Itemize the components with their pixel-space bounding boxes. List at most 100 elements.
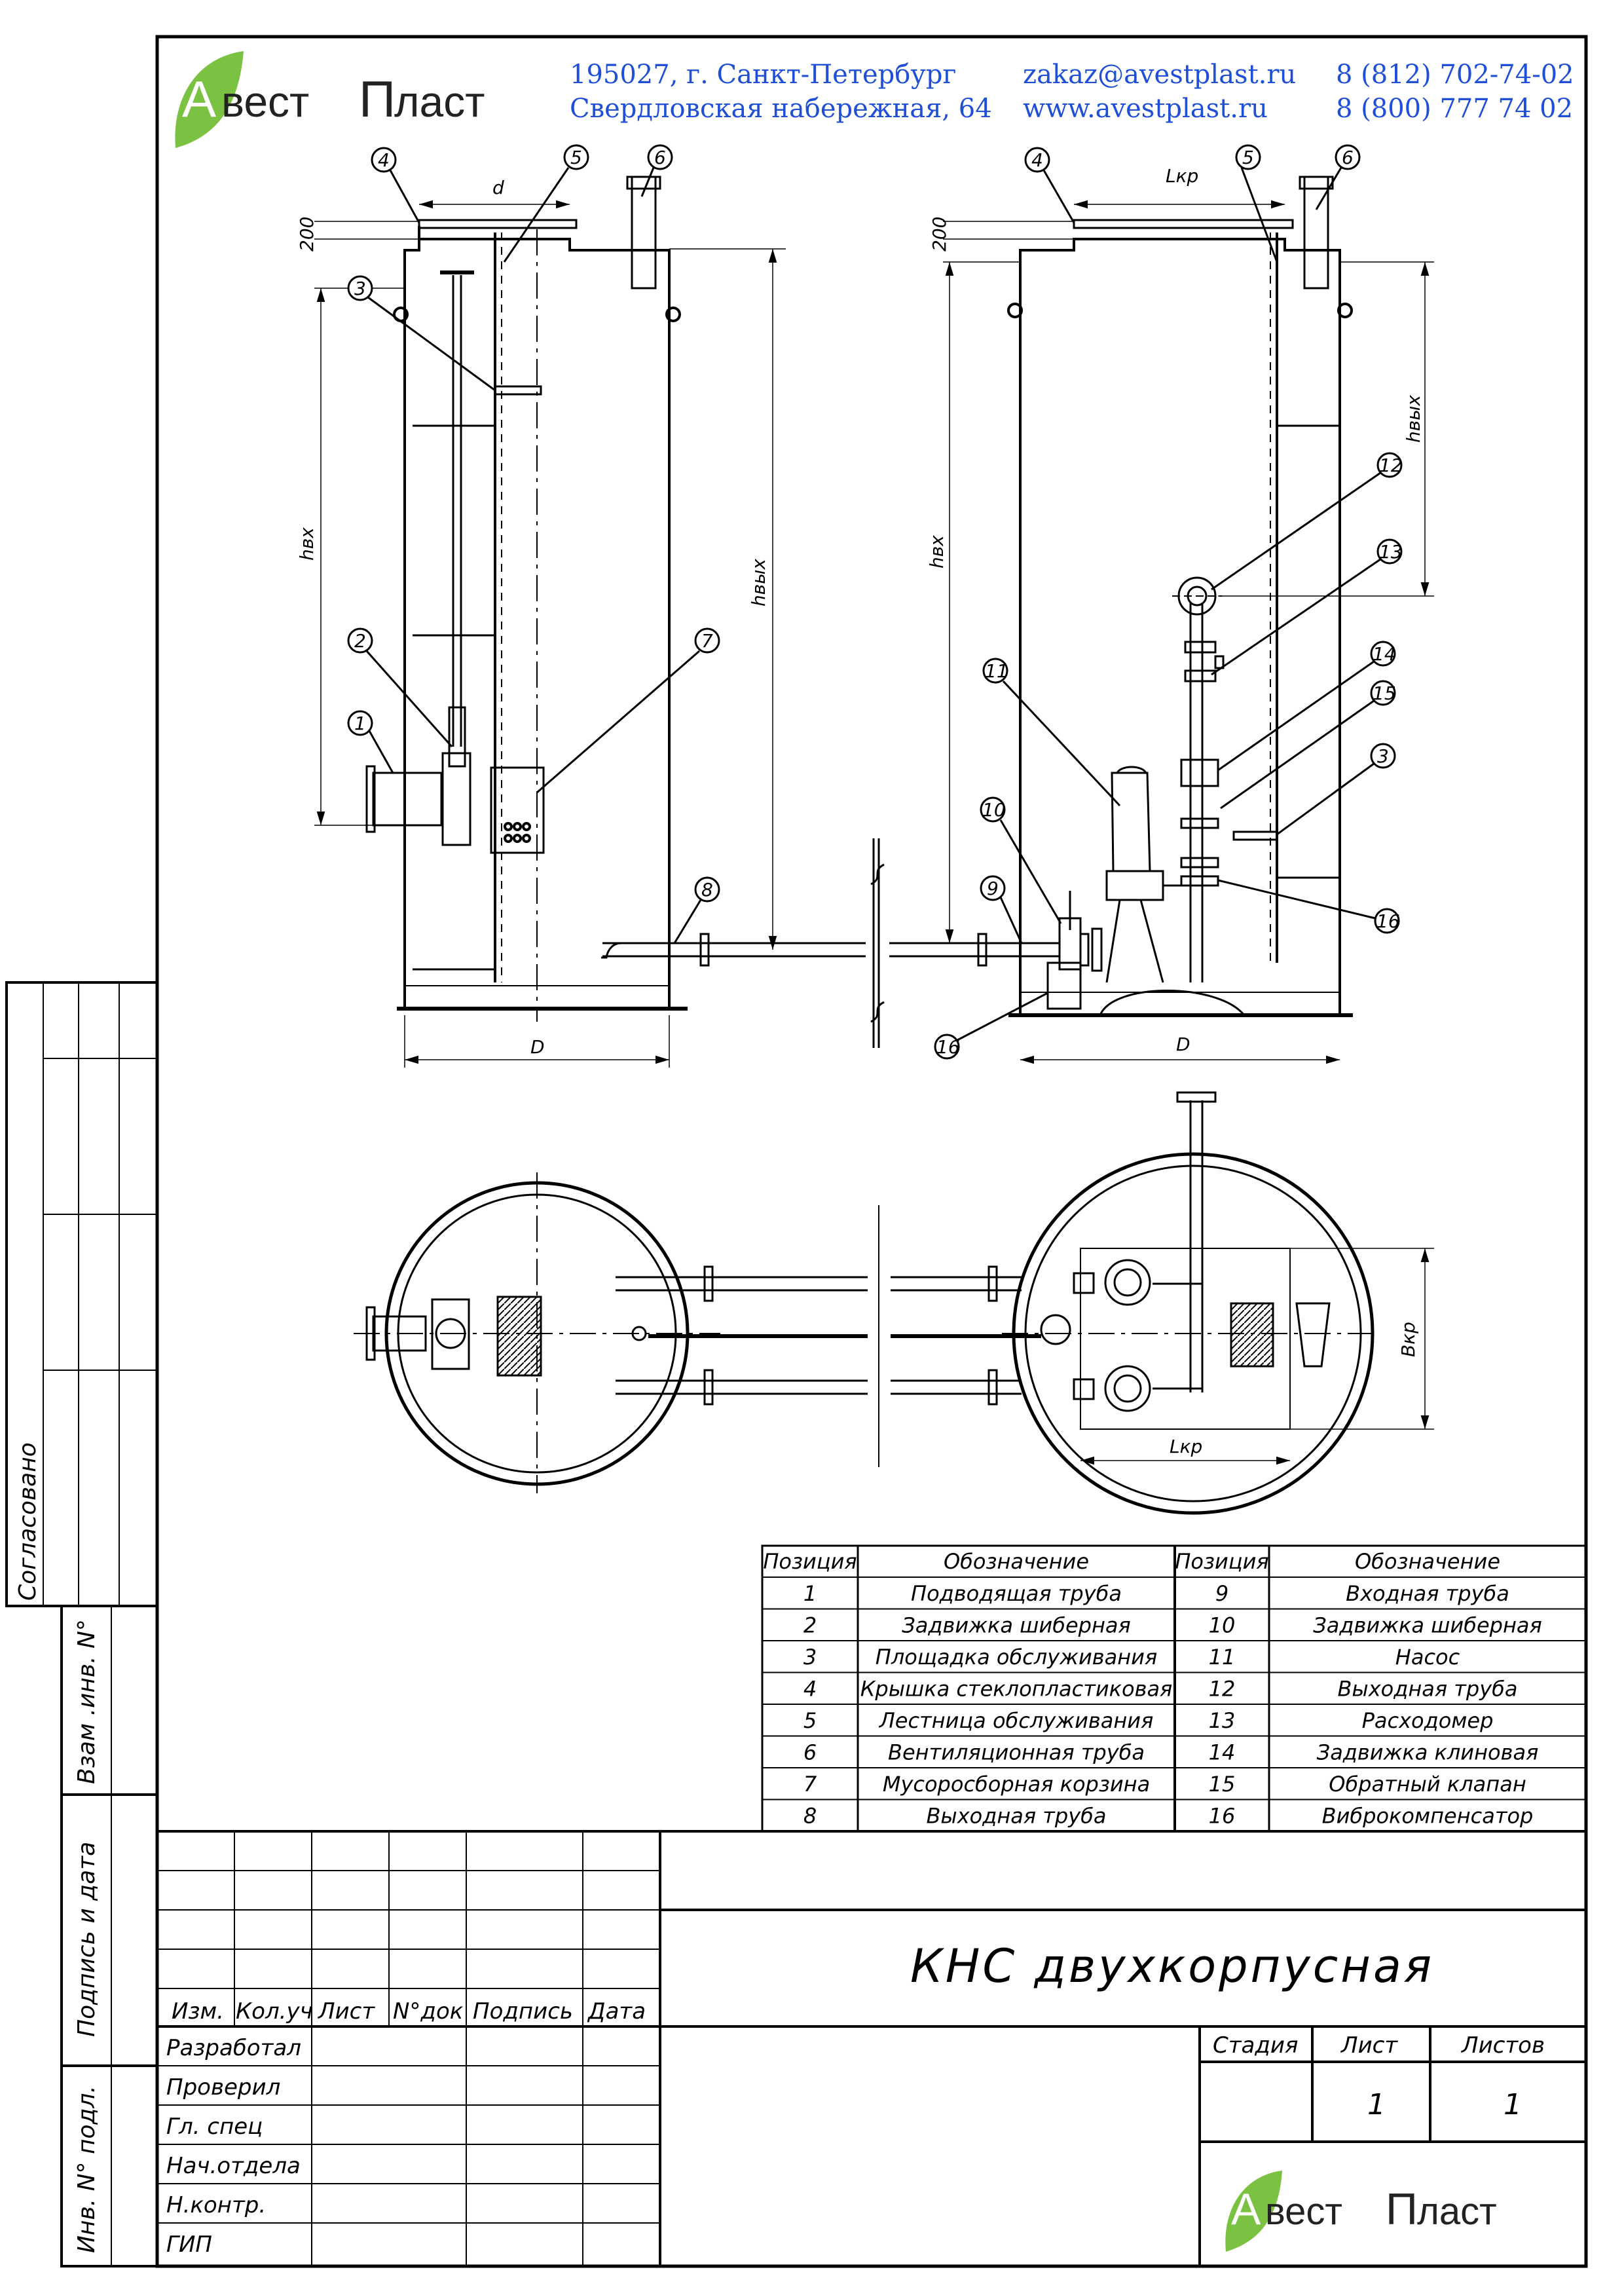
drawing-title: КНС двухкорпусная <box>910 1939 1434 1993</box>
positions-table: Позиция Обозначение Позиция Обозначение … <box>761 1544 1587 1833</box>
svg-text:D: D <box>530 1036 545 1058</box>
position-name: Обратный клапан <box>1329 1772 1526 1797</box>
svg-text:Позиция: Позиция <box>1175 1549 1268 1574</box>
svg-text:А: А <box>182 70 216 128</box>
position-name: Задвижка клиновая <box>1317 1740 1539 1765</box>
svg-text:hвх: hвх <box>926 535 948 569</box>
svg-text:14: 14 <box>1373 643 1396 665</box>
svg-text:d: d <box>492 177 504 198</box>
svg-text:9: 9 <box>987 878 999 899</box>
position-number: 5 <box>803 1708 817 1733</box>
svg-text:hвх: hвх <box>296 527 318 561</box>
svg-text:Согласовано: Согласовано <box>14 1442 41 1601</box>
position-name: Мусоросборная корзина <box>883 1772 1150 1797</box>
company-email-link[interactable]: zakaz@avestplast.ru <box>1023 60 1297 90</box>
svg-text:D: D <box>1176 1034 1190 1055</box>
svg-text:200: 200 <box>296 217 318 252</box>
position-number: 10 <box>1209 1613 1236 1638</box>
position-name: Выходная труба <box>1337 1677 1517 1702</box>
svg-text:N°док: N°док <box>393 1998 464 2024</box>
svg-text:hвых: hвых <box>1403 395 1424 443</box>
position-name: Выходная труба <box>926 1804 1106 1829</box>
svg-text:ласт: ласт <box>394 77 485 126</box>
svg-text:вест: вест <box>221 77 309 126</box>
position-number: 14 <box>1209 1740 1236 1765</box>
svg-text:Стадия: Стадия <box>1213 2032 1298 2059</box>
svg-text:3: 3 <box>354 278 366 299</box>
position-number: 6 <box>803 1740 817 1765</box>
svg-text:П: П <box>1386 2184 1418 2234</box>
position-name: Входная труба <box>1346 1581 1509 1606</box>
left-elevation-view <box>314 176 885 1068</box>
position-name: Виброкомпенсатор <box>1322 1804 1534 1829</box>
position-number: 1 <box>803 1581 817 1606</box>
svg-text:ласт: ласт <box>1417 2190 1497 2233</box>
company-address-1: 195027, г. Санкт-Петербург <box>570 60 957 90</box>
svg-text:Позиция: Позиция <box>763 1549 857 1574</box>
left-elevation-dims: d 200 hвх hвых D <box>296 177 769 1058</box>
callouts-right: 4 5 6 12 13 14 15 11 10 9 3 16 16 <box>934 144 1403 1060</box>
svg-text:Bкр: Bкр <box>1397 1322 1419 1357</box>
position-number: 13 <box>1209 1708 1236 1733</box>
svg-text:Инв. N° подл.: Инв. N° подл. <box>73 2085 100 2253</box>
position-number: 16 <box>1209 1804 1236 1829</box>
position-name: Лестница обслуживания <box>879 1708 1154 1733</box>
position-number: 8 <box>803 1804 817 1829</box>
plan-view <box>354 1091 1434 1515</box>
position-name: Задвижка шиберная <box>902 1613 1130 1638</box>
svg-text:Лист: Лист <box>317 1998 375 2024</box>
company-site-link[interactable]: www.avestplast.ru <box>1023 94 1268 124</box>
svg-text:8: 8 <box>701 879 713 901</box>
svg-text:5: 5 <box>570 147 582 168</box>
position-number: 3 <box>803 1645 817 1670</box>
header-logo: А вест П ласт <box>175 51 485 148</box>
svg-text:вест: вест <box>1265 2190 1342 2233</box>
svg-text:Кол.уч: Кол.уч <box>236 1998 313 2024</box>
svg-text:hвых: hвых <box>748 559 769 606</box>
position-number: 7 <box>803 1772 817 1797</box>
svg-text:Лист: Лист <box>1340 2032 1398 2059</box>
svg-text:Листов: Листов <box>1460 2032 1545 2059</box>
right-elevation-dims: Lкр 200 hвх hвых D <box>926 165 1424 1055</box>
position-number: 12 <box>1209 1677 1236 1702</box>
svg-text:Нач.отдела: Нач.отдела <box>166 2153 301 2179</box>
svg-text:5: 5 <box>1242 147 1254 168</box>
callouts-left: 4 5 6 3 2 1 7 8 <box>347 144 720 944</box>
side-stamps <box>5 981 158 2267</box>
svg-text:Проверил: Проверил <box>166 2074 280 2100</box>
svg-text:ГИП: ГИП <box>166 2231 212 2258</box>
position-name: Площадка обслуживания <box>876 1645 1157 1670</box>
position-name: Насос <box>1395 1645 1460 1670</box>
svg-text:Взам .инв. N°: Взам .инв. N° <box>73 1619 100 1784</box>
svg-text:2: 2 <box>354 630 366 652</box>
title-block-logo: А вест П ласт <box>1225 2171 1497 2252</box>
svg-text:Обозначение: Обозначение <box>944 1549 1089 1574</box>
svg-text:16: 16 <box>936 1036 960 1058</box>
company-phone-2: 8 (800) 777 74 02 <box>1336 94 1574 124</box>
svg-text:Подпись и дата: Подпись и дата <box>73 1842 100 2037</box>
svg-text:Н.контр.: Н.контр. <box>166 2192 266 2218</box>
position-number: 4 <box>803 1677 817 1702</box>
right-elevation-view <box>872 176 1434 1064</box>
svg-text:Подпись: Подпись <box>473 1998 573 2024</box>
title-block <box>156 1830 1587 2267</box>
svg-text:Гл. спец: Гл. спец <box>166 2114 263 2140</box>
svg-text:13: 13 <box>1379 541 1403 563</box>
svg-text:Дата: Дата <box>587 1998 646 2024</box>
svg-text:12: 12 <box>1379 455 1403 476</box>
svg-text:1: 1 <box>1367 2088 1386 2121</box>
position-number: 2 <box>803 1613 817 1638</box>
svg-text:3: 3 <box>1377 745 1389 767</box>
title-block-text: КНС двухкорпусная Изм. Кол.уч Лист N°док… <box>166 1939 1545 2258</box>
svg-text:15: 15 <box>1373 682 1396 704</box>
position-name: Задвижка шиберная <box>1313 1613 1541 1638</box>
position-name: Подводящая труба <box>911 1581 1122 1606</box>
svg-text:1: 1 <box>1504 2088 1522 2121</box>
svg-text:10: 10 <box>982 799 1006 821</box>
company-phone-1: 8 (812) 702-74-02 <box>1336 60 1574 90</box>
svg-text:1: 1 <box>354 713 366 734</box>
position-number: 9 <box>1215 1581 1228 1606</box>
svg-text:7: 7 <box>701 630 713 652</box>
svg-text:А: А <box>1231 2184 1261 2234</box>
